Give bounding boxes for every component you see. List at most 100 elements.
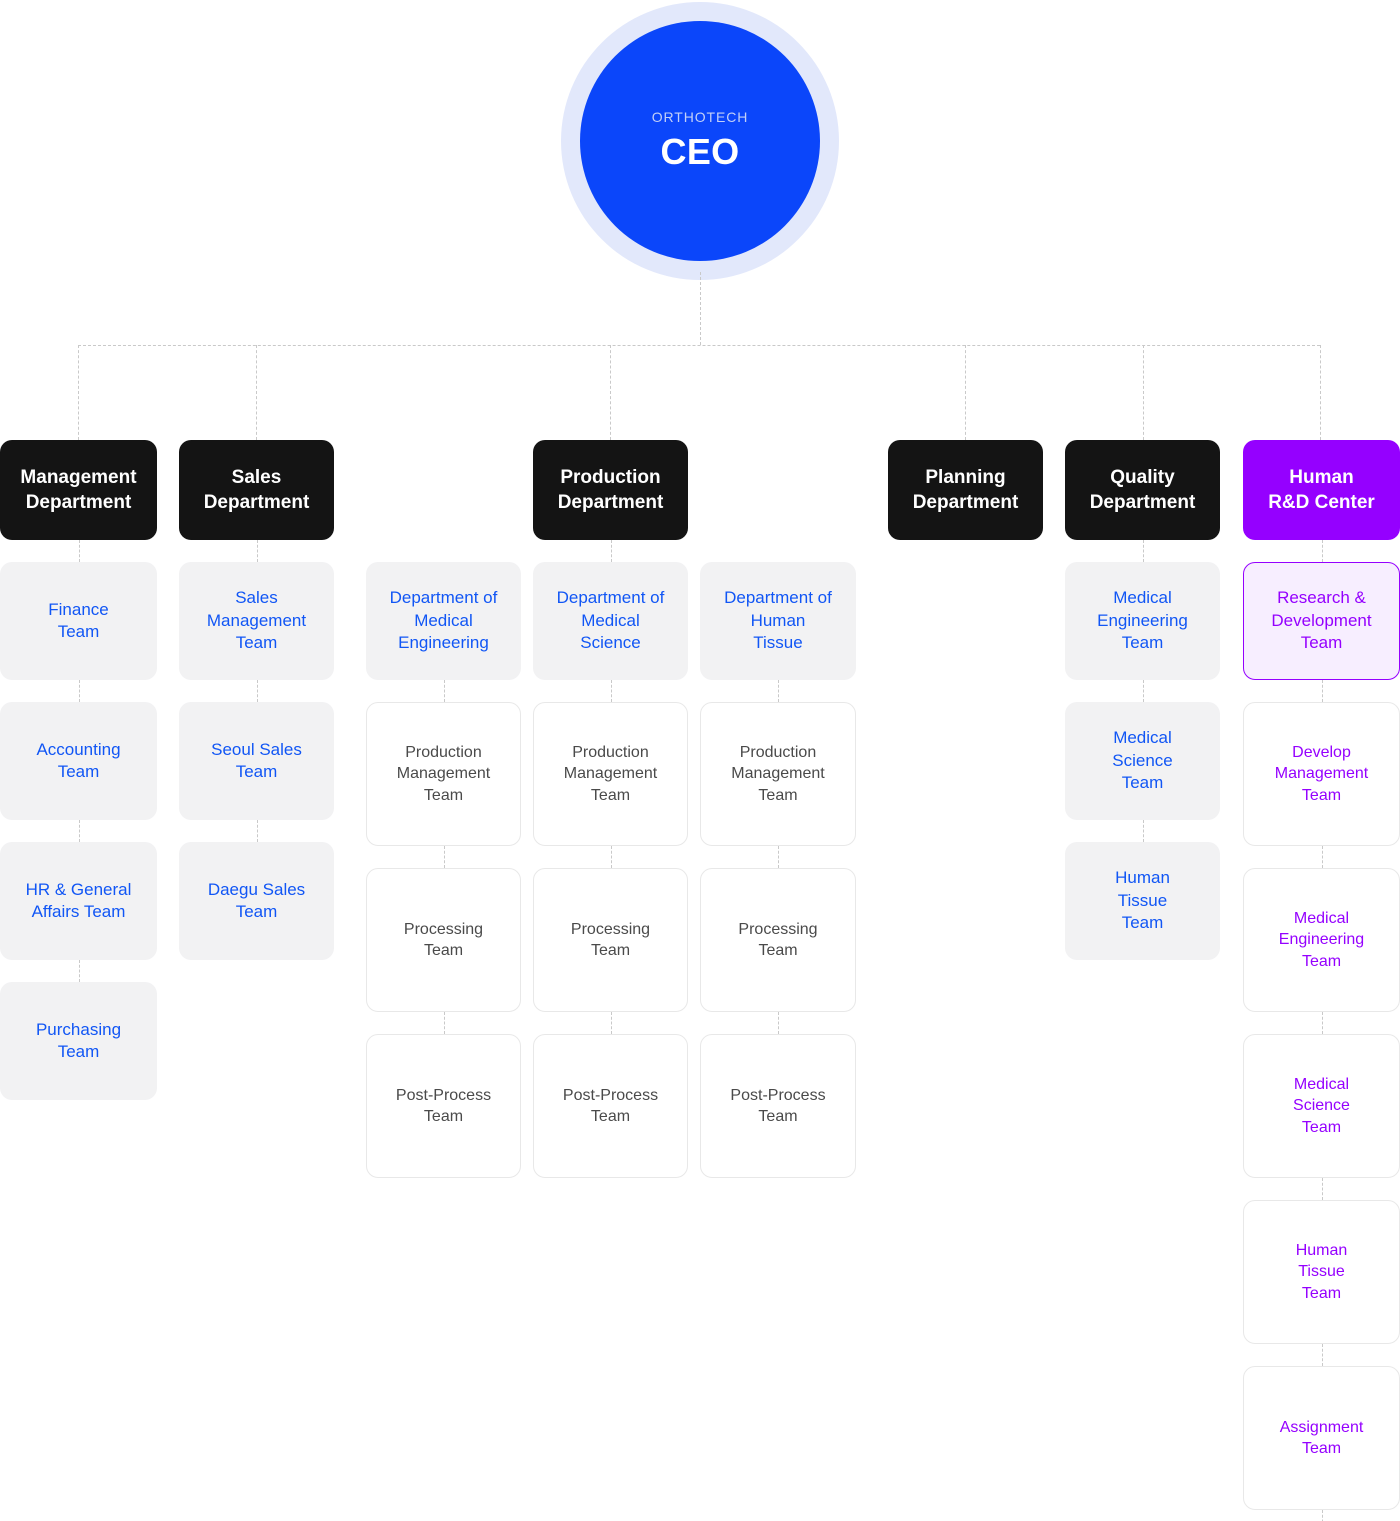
connector-drop-quality [1143,345,1144,440]
connector-sales-main-2 [257,820,258,842]
connector-drop-sales [256,345,257,440]
connector-management-main-1 [79,680,80,702]
ceo-node-halo: ORTHOTECH CEO [561,2,839,280]
connector-management-to-management-main [79,540,80,562]
ceo-title: CEO [660,131,740,172]
connector-production-medical-science-3 [611,1012,612,1034]
connector-production-medical-science-2 [611,846,612,868]
connector-production-medical-engineering-3 [444,1012,445,1034]
connector-ceo-stem [700,272,701,345]
connector-drop-human-rd-center [1320,345,1321,440]
connector-production-medical-science-1 [611,680,612,702]
connector-rd-main-4 [1322,1178,1323,1200]
connector-management-main-3 [79,960,80,982]
connector-rd-main-3 [1322,1012,1323,1034]
connector-sales-main-1 [257,680,258,702]
connector-quality-to-quality-main [1143,540,1144,562]
connector-production-to-production-medical-science [611,540,612,562]
connector-quality-main-2 [1143,820,1144,842]
connector-production-human-tissue-2 [778,846,779,868]
connector-drop-planning [965,345,966,440]
connector-production-medical-engineering-2 [444,846,445,868]
connector-sales-to-sales-main [257,540,258,562]
ceo-company-name: ORTHOTECH [651,109,749,125]
connector-production-medical-engineering-1 [444,680,445,702]
ceo-node[interactable]: ORTHOTECH CEO [580,21,820,261]
connector-bus [78,345,1320,346]
connector-rd-main-2 [1322,846,1323,868]
connector-drop-management [78,345,79,440]
connector-management-main-2 [79,820,80,842]
connector-drop-production [610,345,611,440]
connector-production-human-tissue-1 [778,680,779,702]
connector-rd-main-1 [1322,680,1323,702]
connector-rd-main-5 [1322,1344,1323,1366]
connector-production-human-tissue-3 [778,1012,779,1034]
connector-quality-main-1 [1143,680,1144,702]
